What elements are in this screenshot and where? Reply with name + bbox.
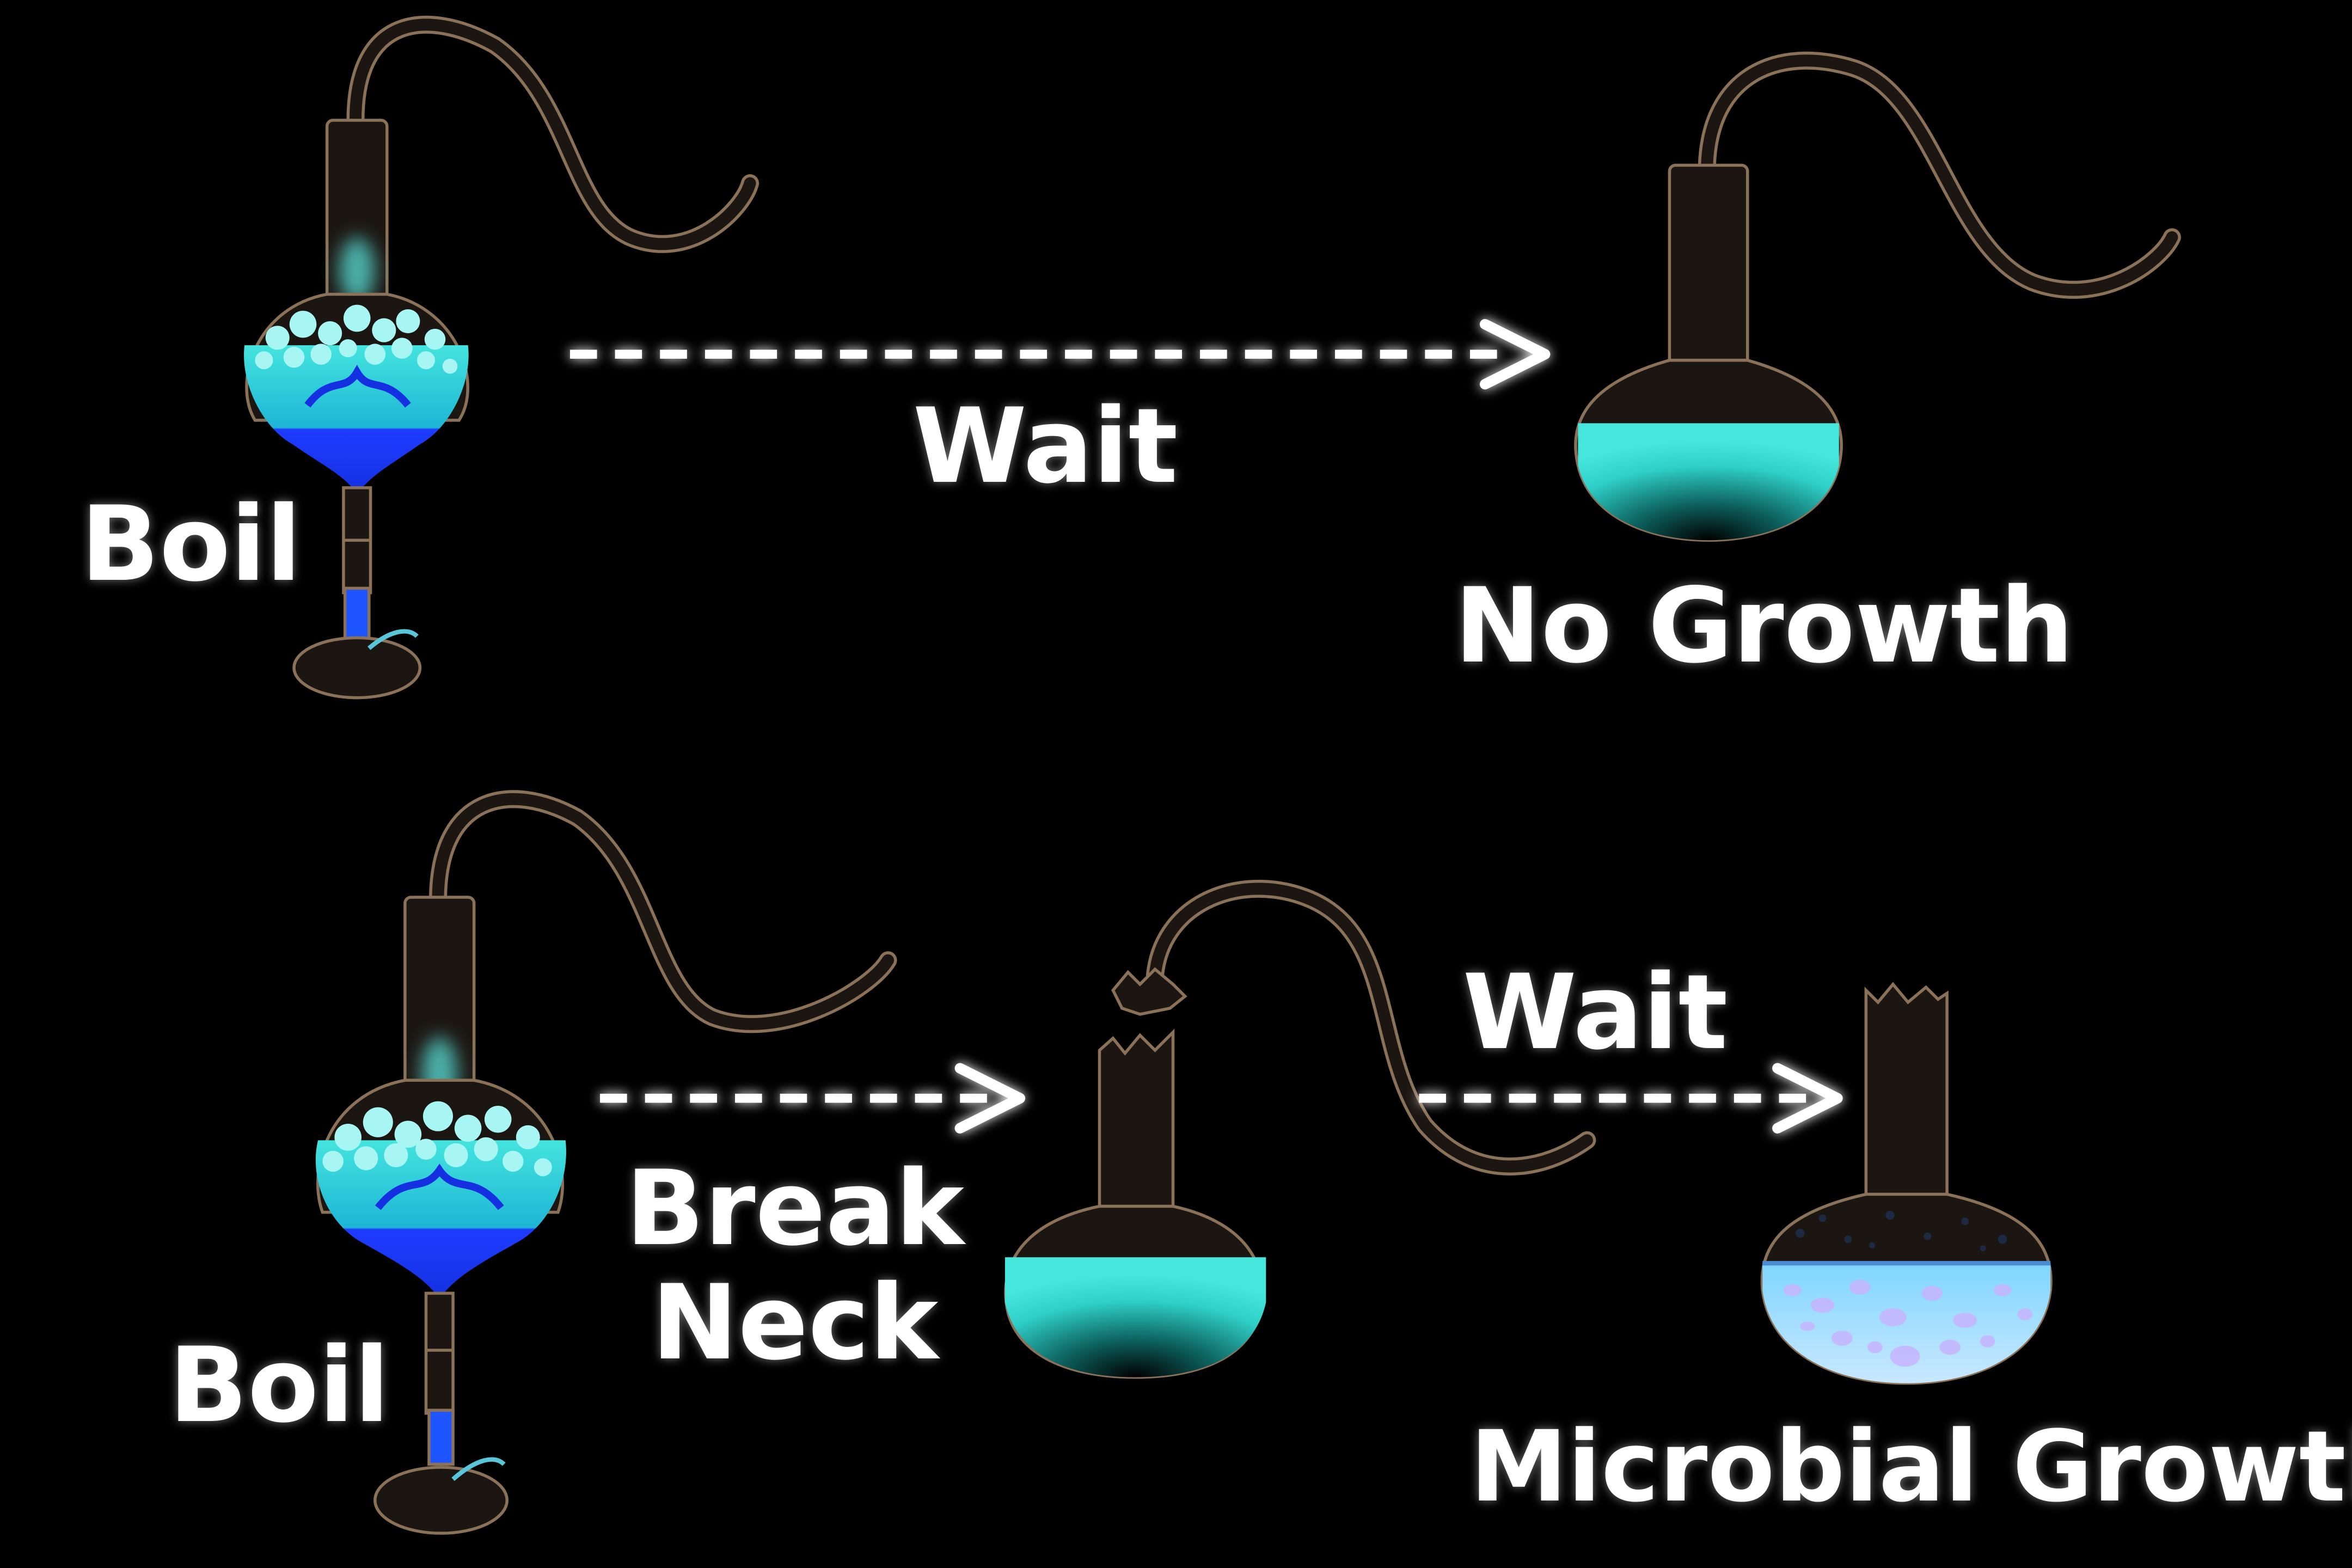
break-neck-label-line1: Break xyxy=(626,1148,964,1269)
bottom-bunsen-burner xyxy=(373,1408,509,1535)
top-boil-label: Boil xyxy=(81,484,302,604)
no-growth-label: No Growth xyxy=(1454,566,2074,686)
airborne-microbes xyxy=(1795,1210,2007,1252)
break-neck-arrow xyxy=(600,1063,1026,1134)
microbial-growth-label: Microbial Growth xyxy=(1470,1410,2352,1524)
top-bunsen-burner xyxy=(292,586,422,700)
contaminated-flask xyxy=(1760,982,2053,1385)
microbial-colonies xyxy=(1783,1279,2033,1367)
bottom-boil-label: Boil xyxy=(169,1325,390,1445)
bottom-boiling-flask xyxy=(315,790,897,1415)
top-intact-flask xyxy=(1574,51,2181,542)
top-boiling-flask xyxy=(244,15,759,595)
bottom-wait-arrow xyxy=(1419,1063,1843,1134)
bottom-boil-bubbles xyxy=(322,1101,552,1177)
top-wait-label: Wait xyxy=(912,386,1178,506)
bottom-wait-label: Wait xyxy=(1462,952,1728,1073)
broken-neck-flask xyxy=(1004,880,1596,1379)
break-neck-label-line2: Neck xyxy=(651,1263,939,1383)
top-wait-arrow xyxy=(569,318,1551,390)
top-boil-bubbles xyxy=(255,304,458,374)
